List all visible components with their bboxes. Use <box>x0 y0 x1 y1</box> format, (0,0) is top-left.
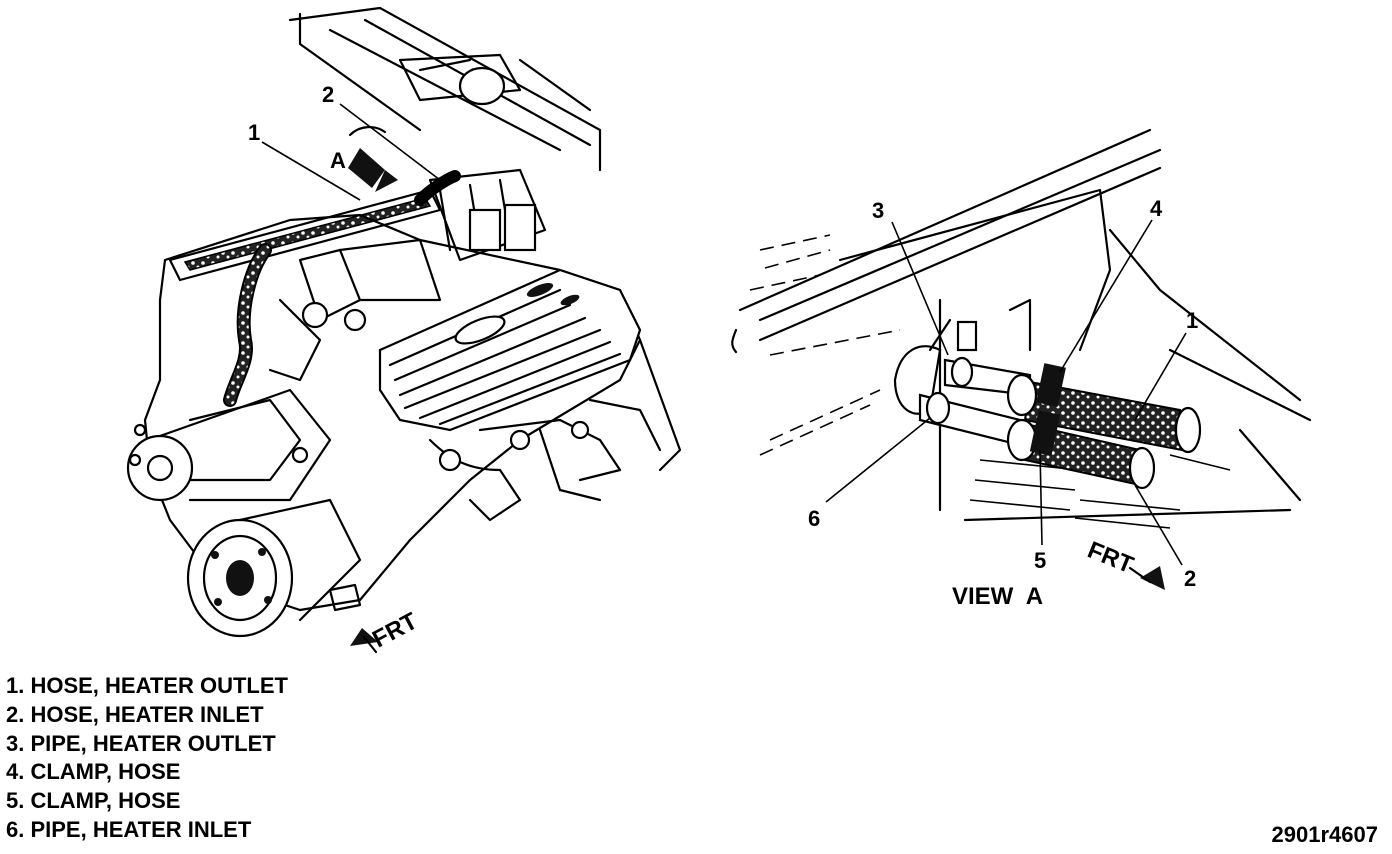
legend-item: 1. HOSE, HEATER OUTLET <box>6 673 288 698</box>
callout-1-leader <box>261 141 361 201</box>
parts-legend: 1. HOSE, HEATER OUTLET 2. HOSE, HEATER I… <box>6 672 288 845</box>
view-callout-2: 2 <box>1184 566 1196 591</box>
engine-frt-label: FRT <box>368 607 422 653</box>
view-callout-5-leader <box>1039 449 1043 546</box>
valve-cover <box>378 268 642 432</box>
crank-pulley <box>186 498 362 638</box>
engine-callout-1: 1 <box>248 120 260 145</box>
view-callout-3-leader <box>891 221 949 356</box>
view-callout-1-leader <box>1134 332 1187 421</box>
view-callout-1: 1 <box>1186 308 1198 333</box>
heater-outlet-hose <box>1006 373 1202 454</box>
upper-clamp <box>1036 363 1066 407</box>
view-callout-5: 5 <box>1034 548 1046 573</box>
intake-assembly <box>268 168 547 382</box>
engine-callout-2: 2 <box>322 82 334 107</box>
engine-illustration <box>126 6 682 654</box>
heater-inlet-pipe <box>918 391 1022 447</box>
view-a-illustration <box>731 128 1312 590</box>
view-callout-6: 6 <box>808 506 820 531</box>
reference-code: 2901r4607 <box>1271 822 1378 847</box>
legend-item: 2. HOSE, HEATER INLET <box>6 701 264 727</box>
callout-2-leader <box>339 103 441 181</box>
engine-view-a-marker: A <box>330 148 346 173</box>
legend-item: 4. CLAMP, HOSE <box>6 759 181 785</box>
view-a-title: VIEW A <box>952 583 1043 610</box>
legend-item: 5. CLAMP, HOSE <box>6 788 181 814</box>
view-callout-4-leader <box>1059 219 1153 373</box>
view-frt-arrow <box>1128 566 1165 590</box>
legend-item: 3. PIPE, HEATER OUTLET <box>6 730 276 756</box>
water-pump <box>126 388 332 502</box>
view-frt-label: FRT <box>1084 537 1138 580</box>
view-callout-3: 3 <box>872 198 884 223</box>
view-callout-4: 4 <box>1150 196 1163 221</box>
view-callout-6-leader <box>825 417 931 503</box>
view-a-arrow <box>348 126 398 192</box>
frt-arrow <box>350 628 378 654</box>
cowl-panel <box>288 6 602 172</box>
legend-item: 6. PIPE, HEATER INLET <box>6 816 252 842</box>
view-callout-2-leader <box>1134 484 1183 566</box>
lower-clamp <box>1029 410 1061 456</box>
